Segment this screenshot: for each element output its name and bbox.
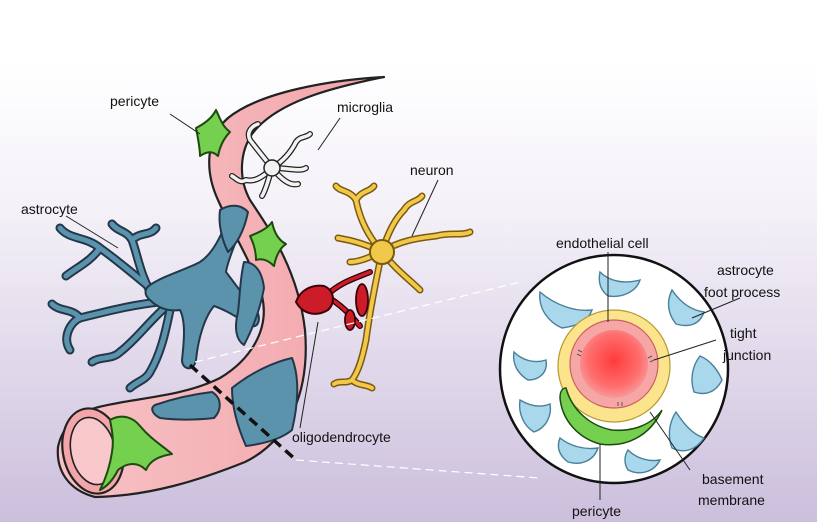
label-basement-membrane-2: membrane	[698, 492, 765, 508]
label-basement-membrane-1: basement	[702, 471, 764, 487]
label-microglia: microglia	[337, 99, 393, 115]
zoom-guide-top	[194, 281, 521, 363]
astrocyte-cell	[47, 204, 299, 447]
pericyte-cell-bottom	[99, 415, 173, 491]
label-astrocyte-foot-process-1: astrocyte	[717, 262, 774, 278]
vessel-lumen	[580, 330, 648, 398]
pericyte-cell-middle	[249, 221, 287, 267]
cross-section-line	[188, 363, 298, 462]
cross-section	[498, 253, 730, 485]
label-pericyte-bottom: pericyte	[572, 503, 621, 519]
pericyte-cell-top	[195, 109, 231, 157]
leader-lines	[65, 113, 741, 500]
oligodendrocyte-cell	[294, 269, 373, 331]
label-oligodendrocyte: oligodendrocyte	[292, 429, 391, 445]
label-neuron: neuron	[410, 162, 454, 178]
label-astrocyte: astrocyte	[21, 201, 78, 217]
blood-vessel	[56, 75, 386, 499]
tight-junction-marks	[576, 349, 655, 406]
pericyte-in-section	[559, 387, 663, 446]
zoom-guide-bottom	[295, 459, 541, 479]
label-endothelial-cell: endothelial cell	[556, 235, 649, 251]
label-tight-junction-1: tight	[730, 325, 757, 341]
label-astrocyte-foot-process-2: foot process	[704, 284, 780, 300]
label-tight-junction-2: junction	[722, 347, 771, 363]
astrocyte-foot-processes	[512, 270, 723, 474]
microglia-cell	[229, 121, 313, 199]
label-pericyte-top: pericyte	[110, 93, 159, 109]
neuron-cell	[330, 182, 474, 392]
